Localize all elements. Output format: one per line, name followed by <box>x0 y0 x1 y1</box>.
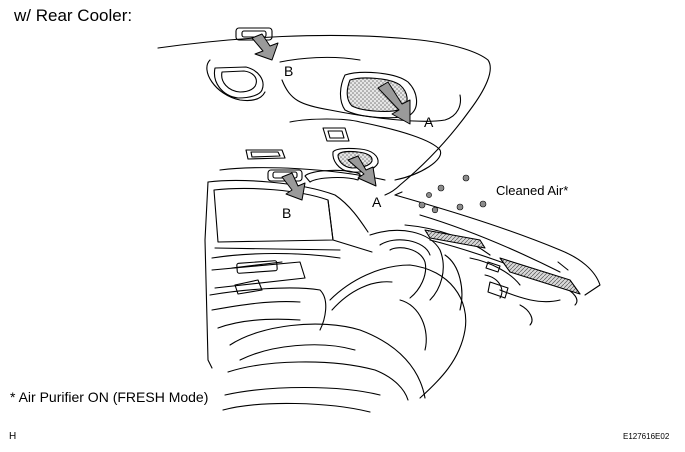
center-grab-handle <box>304 169 361 183</box>
callout-b-lower: B <box>282 205 291 221</box>
figure-id: E127616E02 <box>623 432 670 441</box>
arrow-a-upper <box>377 81 411 125</box>
left-assist-grip <box>245 149 286 160</box>
rear-assist-grip <box>213 66 264 99</box>
arrow-a-lower <box>347 155 377 187</box>
callout-a-lower: A <box>372 194 382 210</box>
callout-a-upper: A <box>424 114 434 130</box>
rear-cooler-grilles <box>424 229 581 299</box>
airflow-arrows <box>251 33 411 201</box>
roof-console-box <box>322 127 350 142</box>
arrow-b-lower <box>281 172 306 201</box>
footnote: * Air Purifier ON (FRESH Mode) <box>10 389 209 405</box>
corner-label: H <box>9 431 17 442</box>
arrow-b-upper <box>251 33 279 61</box>
rear-package-tray <box>394 191 601 326</box>
rear-seat <box>222 229 467 413</box>
cleaned-air-particles <box>418 174 487 214</box>
callout-b-upper: B <box>284 63 293 79</box>
diagram-title: w/ Rear Cooler: <box>14 6 133 25</box>
cleaned-air-label: Cleaned Air* <box>496 183 568 198</box>
